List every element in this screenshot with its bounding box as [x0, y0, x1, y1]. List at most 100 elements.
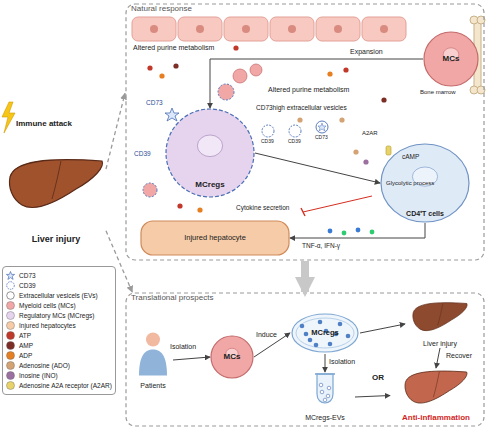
legend-text: Myeloid cells (MCs) [19, 302, 76, 309]
expanding-cells [143, 64, 262, 197]
cell-circle: MCregs [165, 108, 255, 198]
edge-label: Isolation [170, 343, 196, 351]
node-outline [133, 330, 173, 376]
legend-row: Adenosine (ADO) [6, 361, 112, 370]
annotation-label: Bone marrow [420, 89, 456, 96]
cell-circle: MCs [210, 335, 254, 379]
legend-row: ADP [6, 351, 112, 360]
annotation-label: Glycolytic process [386, 180, 434, 187]
node-label: MCs [443, 55, 460, 64]
node-label: Liver injury [423, 340, 457, 348]
annotation-label: cAMP [402, 153, 419, 160]
annotation-label: CD73high extracellular vesicles [256, 104, 347, 111]
legend-row: CD73 [6, 271, 112, 280]
tube-icon: MCregs-EVs [295, 372, 355, 422]
hepatocyte-band [132, 17, 406, 41]
node-text-box: Patients [133, 330, 173, 390]
node-label: Patients [140, 382, 165, 390]
edge-label: Expansion [350, 48, 383, 56]
legend-row: CD39 [6, 281, 112, 290]
legend-text: Inosine (INO) [19, 372, 58, 379]
legend-swatch [6, 311, 15, 320]
annotation-label: Altered purine metabolism [133, 44, 214, 52]
legend-swatch [6, 351, 15, 360]
annotation-label: Immune attack [16, 120, 72, 129]
node-label: CD4⁺T cells [406, 210, 444, 218]
cytokine-dots [328, 228, 375, 236]
edge-label: Isolation [329, 358, 355, 366]
annotation-label: CD39 [288, 139, 301, 145]
a2ar-receptor [386, 146, 391, 155]
connector [325, 354, 326, 372]
annotation-label: A2AR [362, 130, 378, 137]
cell-circle: MCs [423, 31, 479, 87]
node-label: Liver injury [32, 235, 81, 245]
annotation-label: CD73 [315, 135, 328, 141]
petri-dish: MCregs [290, 312, 360, 354]
legend-text: ADP [19, 352, 32, 359]
legend-swatch [6, 281, 15, 290]
legend-row: Myeloid cells (MCs) [6, 301, 112, 310]
node-text-box: Liver injury [405, 300, 475, 348]
node-text-box: MCs [210, 335, 254, 379]
node-label: MCregs-EVs [305, 414, 345, 422]
legend-text: CD39 [19, 282, 36, 289]
legend-swatch [6, 341, 15, 350]
annotation-label: OR [372, 374, 384, 383]
connector [210, 59, 423, 108]
connector [355, 396, 390, 398]
node-outline [390, 368, 482, 408]
node-text-box: Injured hepatocyte [140, 220, 290, 256]
legend-swatch [6, 291, 15, 300]
annotation-label: Cytokine secretion [236, 204, 289, 211]
legend-swatch [6, 271, 15, 280]
connector [173, 357, 210, 360]
edge-label: Induce [256, 331, 277, 339]
legend: CD73CD39Extracellular vesicels (EVs) Myel… [2, 266, 116, 395]
hepatocyte-box: Injured hepatocyte [140, 220, 290, 256]
panel: Translational prospectsPatientsMCsMCregs… [125, 292, 485, 427]
lightning-bolt [2, 102, 15, 133]
legend-text: CD73 [19, 272, 36, 279]
annotation-label: CD39 [261, 139, 274, 145]
liver-illustration: Anti-inflammation [390, 368, 482, 423]
node-outline [405, 300, 475, 335]
legend-swatch [6, 331, 15, 340]
annotation-label: TNF-α, IFN-γ [302, 242, 340, 249]
node-text-box: MCregs-EVs [295, 372, 355, 422]
legend-swatch [6, 321, 15, 330]
liver-illustration: Liver injury [6, 150, 106, 245]
purine-dots [147, 45, 386, 212]
node-text-box: MCregs [165, 108, 255, 198]
node-label: MCs [224, 353, 241, 362]
panel: Natural responseMCsMCregsCD4⁺T cellsInju… [125, 3, 485, 261]
node-label: Natural response [131, 5, 192, 14]
legend-row: Inosine (INO) [6, 371, 112, 380]
legend-row: Injured hepatocytes [6, 321, 112, 330]
legend-text: Regulatory MCs (MCregs) [19, 312, 95, 319]
liver-illustration: Liver injury [405, 300, 475, 348]
cd73-star [165, 108, 179, 121]
legend-swatch [6, 371, 15, 380]
node-outline [295, 372, 355, 408]
annotation-label: Altered purine metabolism [268, 86, 349, 94]
annotation-label: CD39 [134, 150, 151, 157]
legend-swatch [6, 381, 15, 390]
legend-text: Adenosine (ADO) [19, 362, 70, 369]
connector [255, 153, 380, 183]
node-outline [6, 150, 106, 220]
legend-row: AMP [6, 341, 112, 350]
node-text-box: Liver injury [6, 150, 106, 245]
legend-text: Extracellular vesicels (EVs) [19, 292, 98, 299]
legend-text: Adenosine A2A receptor (A2AR) [19, 382, 112, 389]
connector [290, 223, 425, 238]
legend-text: ATP [19, 332, 31, 339]
node-text-box: Anti-inflammation [390, 368, 482, 423]
annotation-label: CD73 [146, 99, 163, 106]
legend-text: Injured hepatocytes [19, 322, 76, 329]
edge-label: Recover [446, 352, 472, 360]
node-label: MCregs [311, 329, 339, 337]
node-text-box: MCregs [290, 312, 360, 354]
connector [301, 261, 309, 292]
legend-swatch [6, 301, 15, 310]
